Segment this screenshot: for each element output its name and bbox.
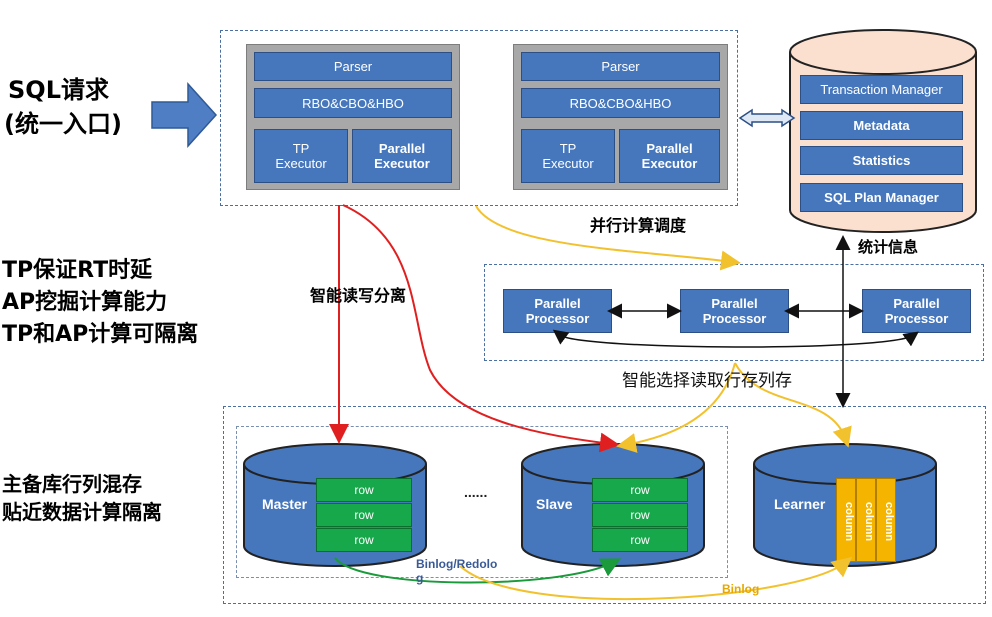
- parallel-executor-box-2: Parallel Executor: [619, 129, 720, 183]
- master-row-2: row: [316, 503, 412, 527]
- select-storage-label: 智能选择读取行存列存: [622, 371, 792, 391]
- compute-metadata-link: [738, 108, 796, 128]
- tp-rt-latency-label: TP保证RT时延: [2, 258, 153, 283]
- ellipsis-label: ......: [464, 484, 488, 500]
- binlog-label: Binlog: [722, 582, 760, 596]
- optimizer-box-1: RBO&CBO&HBO: [254, 88, 452, 118]
- transaction-manager-box: Transaction Manager: [800, 75, 963, 104]
- sql-entry-arrow-icon: [151, 82, 218, 148]
- learner-column-2: column: [856, 478, 876, 562]
- parallel-schedule-label: 并行计算调度: [590, 216, 687, 235]
- statistics-box: Statistics: [800, 146, 963, 175]
- tp-ap-isolation-label: TP和AP计算可隔离: [2, 322, 199, 347]
- sql-request-subtitle: (统一入口): [4, 110, 122, 138]
- slave-row-3: row: [592, 528, 688, 552]
- parser-box-1: Parser: [254, 52, 452, 81]
- parallel-processor-3: Parallel Processor: [862, 289, 971, 333]
- learner-column-3: column: [876, 478, 896, 562]
- sql-request-title: SQL请求: [8, 76, 109, 104]
- learner-label: Learner: [774, 496, 826, 512]
- binlog-redolog-label: Binlog/Redolo g: [416, 557, 498, 585]
- row-column-storage-label: 主备库行列混存: [2, 472, 142, 496]
- tp-executor-box-2: TP Executor: [521, 129, 615, 183]
- slave-row-1: row: [592, 478, 688, 502]
- master-row-3: row: [316, 528, 412, 552]
- master-label: Master: [262, 496, 308, 512]
- parser-box-2: Parser: [521, 52, 720, 81]
- slave-row-2: row: [592, 503, 688, 527]
- parallel-processor-1: Parallel Processor: [503, 289, 612, 333]
- optimizer-box-2: RBO&CBO&HBO: [521, 88, 720, 118]
- sql-plan-manager-box: SQL Plan Manager: [800, 183, 963, 212]
- ap-compute-label: AP挖掘计算能力: [2, 290, 168, 315]
- master-row-1: row: [316, 478, 412, 502]
- near-data-compute-label: 贴近数据计算隔离: [2, 500, 162, 524]
- parallel-executor-box-1: Parallel Executor: [352, 129, 452, 183]
- statistics-info-label: 统计信息: [858, 238, 919, 256]
- parallel-processor-2: Parallel Processor: [680, 289, 789, 333]
- slave-label: Slave: [536, 496, 573, 512]
- tp-executor-box-1: TP Executor: [254, 129, 348, 183]
- metadata-box: Metadata: [800, 111, 963, 140]
- learner-column-1: column: [836, 478, 856, 562]
- rw-split-label: 智能读写分离: [310, 286, 407, 305]
